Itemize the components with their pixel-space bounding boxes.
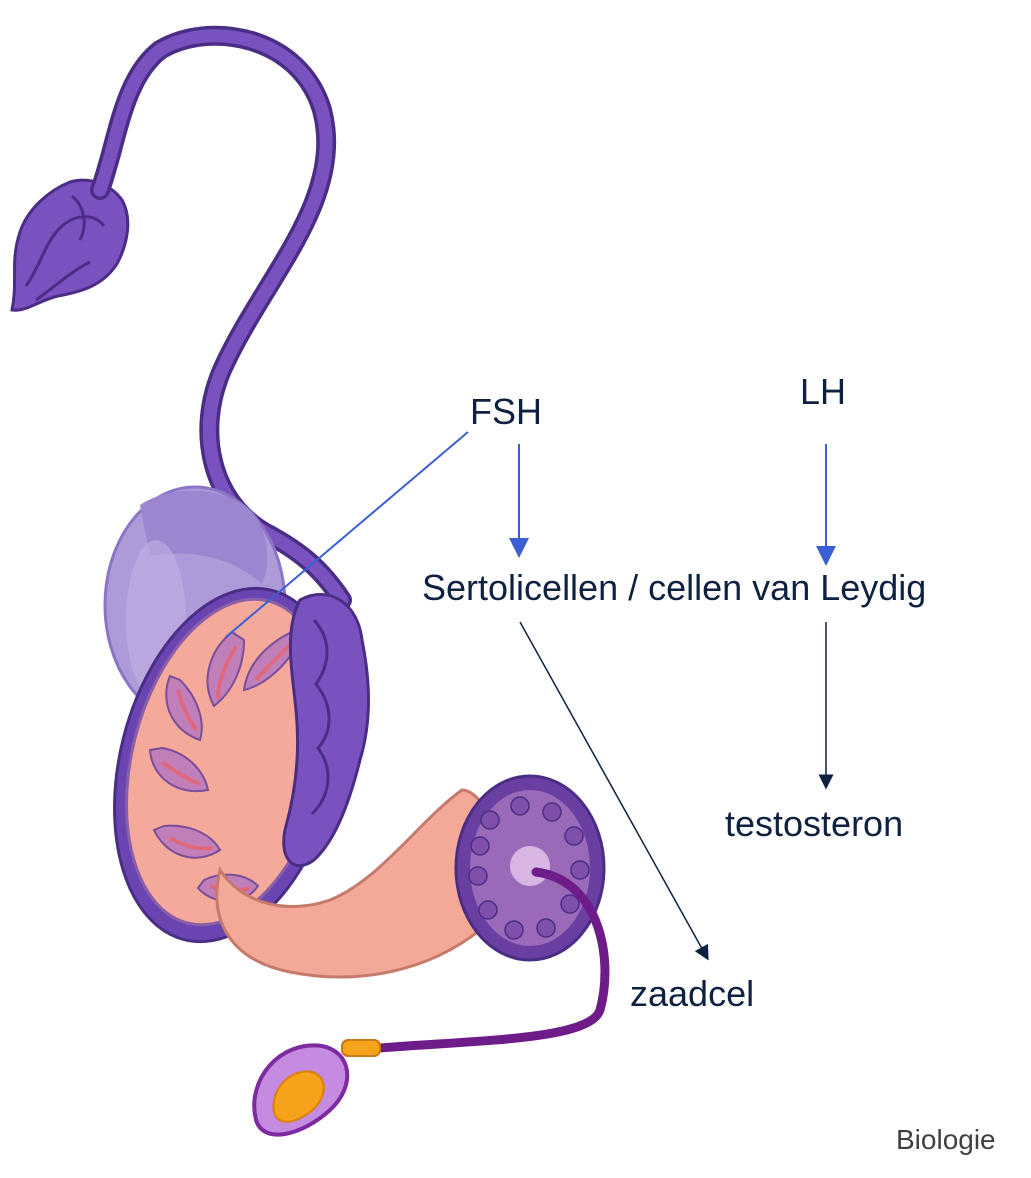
cells-label: Sertolicellen / cellen van Leydig xyxy=(422,567,927,608)
seminal-vesicle xyxy=(10,178,130,312)
testis xyxy=(113,586,343,944)
epididymis xyxy=(282,593,370,867)
sperm-label: zaadcel xyxy=(630,973,755,1014)
seminiferous-tubule xyxy=(215,774,606,979)
footer-label: Biologie xyxy=(896,1124,996,1155)
fsh-pointer-line xyxy=(225,431,469,638)
sperm-cell xyxy=(252,867,610,1137)
fsh-label: FSH xyxy=(470,391,542,432)
sperm-arrow xyxy=(519,621,709,961)
lh-label: LH xyxy=(800,371,847,412)
testosterone-label: testosteron xyxy=(725,803,904,844)
